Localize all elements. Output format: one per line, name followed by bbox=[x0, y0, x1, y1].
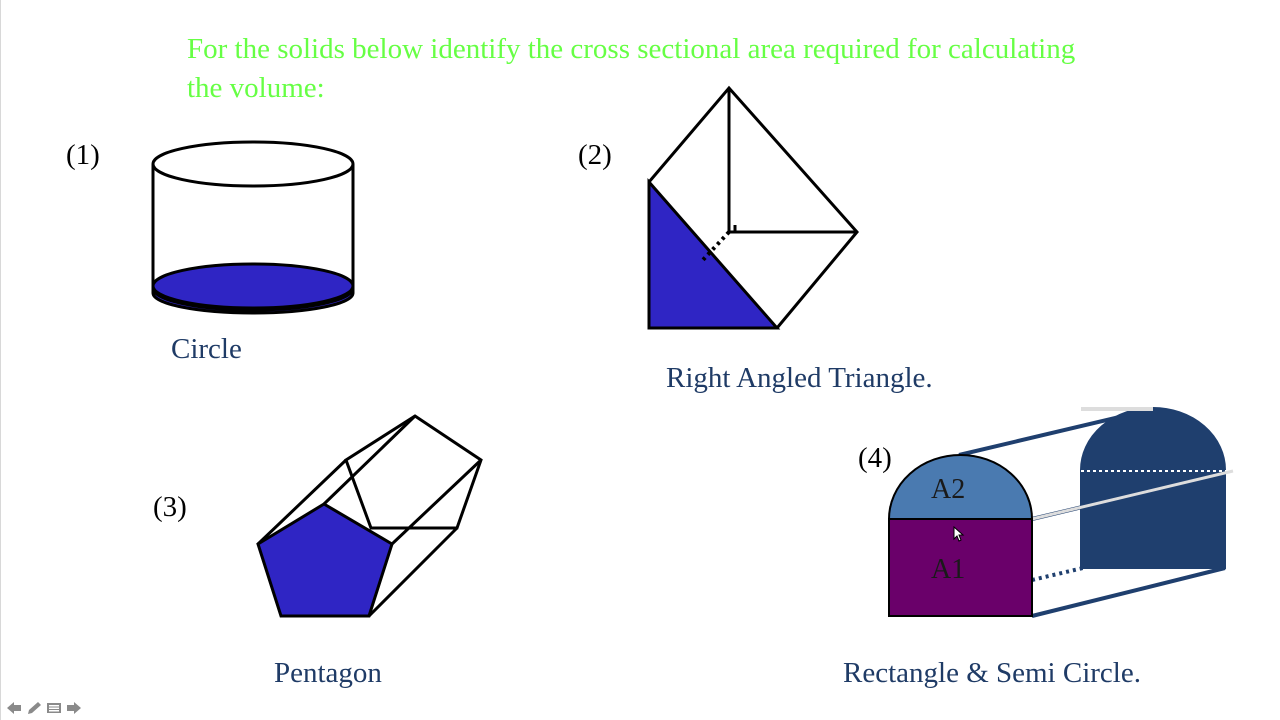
item-number-3: (3) bbox=[153, 491, 187, 523]
caption-rectangle-semicircle: Rectangle & Semi Circle. bbox=[843, 657, 1141, 689]
pen-icon[interactable] bbox=[25, 700, 43, 716]
arch-prism-figure: A2 A1 bbox=[887, 407, 1234, 618]
previous-arrow-icon[interactable] bbox=[5, 700, 23, 716]
semicircle-area-a2 bbox=[887, 454, 1034, 520]
caption-circle: Circle bbox=[171, 333, 242, 365]
slide-title: For the solids below identify the cross … bbox=[187, 33, 1076, 104]
menu-icon[interactable] bbox=[45, 700, 63, 716]
cylinder-top-ellipse bbox=[151, 140, 355, 188]
item-number-4: (4) bbox=[858, 442, 892, 474]
item-number-2: (2) bbox=[578, 139, 612, 171]
triangular-prism-figure bbox=[647, 85, 859, 330]
pentagon-cross-section bbox=[256, 502, 394, 618]
slideshow-navigation bbox=[5, 700, 83, 716]
arch-back-face bbox=[1080, 407, 1226, 569]
pentagon-back-face bbox=[344, 414, 483, 530]
triangle-cross-section bbox=[647, 178, 781, 330]
caption-pentagon: Pentagon bbox=[274, 657, 382, 689]
label-a2: A2 bbox=[931, 474, 965, 505]
cylinder-cross-section bbox=[151, 262, 355, 310]
pentagonal-prism-figure bbox=[256, 414, 483, 618]
label-a1: A1 bbox=[931, 554, 965, 585]
caption-right-angled-triangle: Right Angled Triangle. bbox=[666, 362, 933, 394]
cylinder-base-fill bbox=[151, 287, 355, 315]
item-number-1: (1) bbox=[66, 139, 100, 171]
mouse-pointer-icon bbox=[953, 526, 965, 542]
next-arrow-icon[interactable] bbox=[65, 700, 83, 716]
cylinder-figure bbox=[151, 140, 355, 315]
